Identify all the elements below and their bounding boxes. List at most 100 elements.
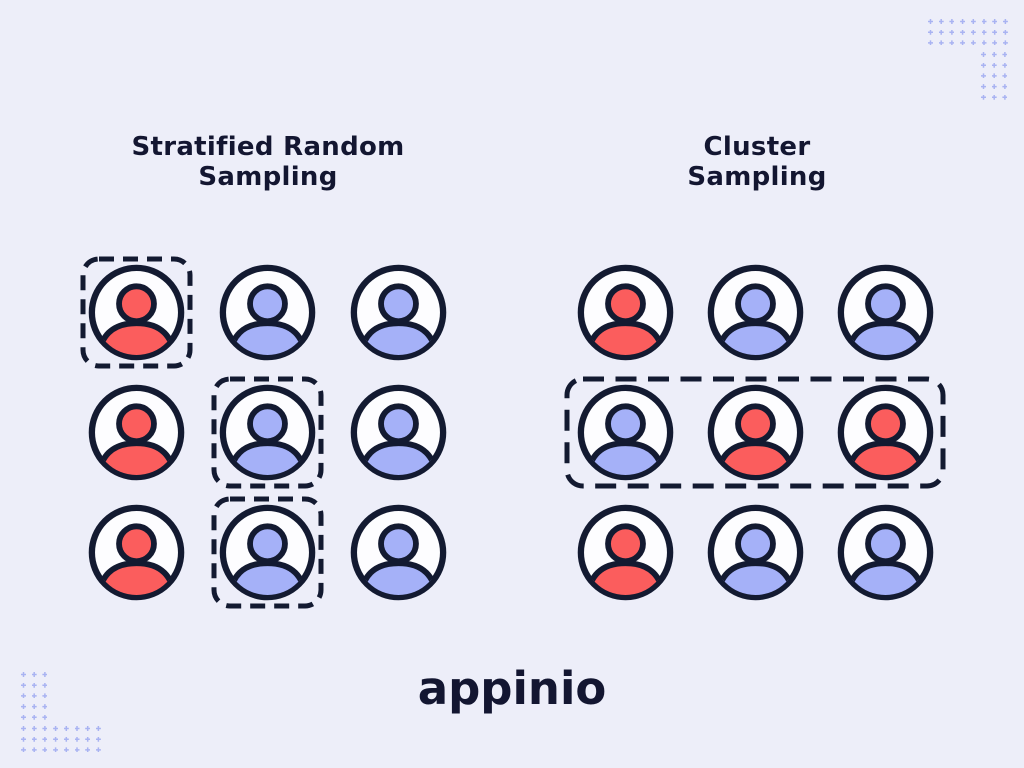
bottom-left-dot xyxy=(42,726,48,731)
selection-box-cluster-row xyxy=(564,376,946,493)
dashed-rect-svg xyxy=(211,496,323,608)
top-right-dot xyxy=(970,29,976,35)
bottom-left-dot xyxy=(42,736,48,742)
top-right-dot xyxy=(992,19,998,24)
dashed-rect-svg xyxy=(80,256,192,368)
bottom-left-dot xyxy=(21,726,26,731)
bottom-left-dot xyxy=(63,747,69,753)
top-right-dot xyxy=(1002,84,1008,90)
bottom-left-dot xyxy=(85,736,91,742)
top-right-dot xyxy=(960,29,966,35)
top-right-dot xyxy=(938,29,944,35)
top-right-dot xyxy=(992,29,998,35)
bottom-left-dot xyxy=(31,747,37,753)
top-right-dot xyxy=(1002,52,1008,57)
dashed-rect-svg xyxy=(564,376,946,488)
person-avatar-svg xyxy=(219,264,315,360)
bottom-left-dot xyxy=(31,672,37,677)
top-right-dot xyxy=(981,29,987,35)
person-icon-red xyxy=(837,384,934,481)
top-right-dot xyxy=(938,19,944,24)
top-right-dot xyxy=(981,52,986,57)
person-icon-red xyxy=(88,504,185,601)
appinio-logo: appinio xyxy=(417,662,607,715)
person-avatar-svg xyxy=(707,504,803,600)
person-avatar-svg xyxy=(88,384,184,480)
person-icon-red xyxy=(577,264,674,361)
person-avatar-svg xyxy=(837,264,933,360)
person-avatar-svg xyxy=(350,504,446,600)
person-icon-red xyxy=(707,384,804,481)
top-right-dot xyxy=(960,40,966,46)
person-avatar-svg xyxy=(577,504,673,600)
bottom-left-dot xyxy=(85,747,91,753)
person-icon-blue xyxy=(707,504,804,601)
top-right-dot xyxy=(1002,73,1008,79)
person-icon-blue xyxy=(707,264,804,361)
bottom-left-dot xyxy=(95,726,101,731)
top-right-dot xyxy=(1002,29,1008,35)
top-right-dot xyxy=(970,40,976,46)
top-right-dot xyxy=(928,40,933,46)
person-icon-blue xyxy=(219,504,316,601)
selection-box-single xyxy=(211,376,324,493)
bottom-left-dot xyxy=(95,736,101,742)
top-right-dot xyxy=(1002,62,1008,68)
top-right-dot xyxy=(981,62,986,68)
bottom-left-dot xyxy=(63,736,69,742)
bottom-left-dot xyxy=(21,714,26,720)
top-right-dot xyxy=(981,94,986,100)
person-avatar-svg xyxy=(707,264,803,360)
top-right-dot xyxy=(949,40,955,46)
bottom-left-dot xyxy=(74,726,80,731)
bottom-left-dot xyxy=(21,693,26,699)
bottom-left-dot xyxy=(21,704,26,710)
person-avatar-svg xyxy=(88,264,184,360)
top-right-dot xyxy=(991,62,997,68)
bottom-left-dot xyxy=(21,682,26,688)
bottom-left-dot xyxy=(31,714,37,720)
person-icon-blue xyxy=(219,384,316,481)
title-line: Cluster xyxy=(703,132,811,162)
cluster-sampling-title: Cluster Sampling xyxy=(537,132,977,192)
top-right-dot xyxy=(949,29,955,35)
bottom-left-dot xyxy=(21,672,26,677)
bottom-left-dot xyxy=(53,747,59,753)
bottom-left-dot xyxy=(53,736,59,742)
top-right-dot xyxy=(991,94,997,100)
title-line: Sampling xyxy=(198,162,338,192)
selection-box-single xyxy=(80,256,193,373)
person-icon-blue xyxy=(350,264,447,361)
top-right-dot xyxy=(960,19,966,24)
bottom-left-dot xyxy=(31,704,37,710)
top-right-dot xyxy=(970,19,976,24)
top-right-dot xyxy=(991,73,997,79)
person-avatar-svg xyxy=(837,504,933,600)
top-right-dot xyxy=(938,40,944,46)
person-icon-red xyxy=(88,264,185,361)
person-avatar-svg xyxy=(350,384,446,480)
title-line: Sampling xyxy=(687,162,827,192)
top-right-dot xyxy=(981,84,986,90)
bottom-left-dot xyxy=(21,747,26,753)
bottom-left-dot xyxy=(31,682,37,688)
bottom-left-dot xyxy=(42,747,48,753)
bottom-left-dot xyxy=(95,747,101,753)
bottom-left-dot xyxy=(31,693,37,699)
bottom-left-dot xyxy=(42,704,48,710)
top-right-dot xyxy=(1002,94,1008,100)
person-icon-blue xyxy=(219,264,316,361)
top-right-dot xyxy=(992,40,998,46)
bottom-left-dot xyxy=(74,736,80,742)
person-icon-blue xyxy=(350,504,447,601)
person-avatar-svg xyxy=(577,264,673,360)
person-avatar-svg xyxy=(88,504,184,600)
bottom-left-dot xyxy=(74,747,80,753)
bottom-left-dot xyxy=(42,693,48,699)
bottom-left-dot xyxy=(63,726,69,731)
top-right-dot xyxy=(1002,19,1008,24)
top-right-dot xyxy=(981,40,987,46)
person-icon-red xyxy=(88,384,185,481)
stratified-sampling-title: Stratified Random Sampling xyxy=(48,132,488,192)
